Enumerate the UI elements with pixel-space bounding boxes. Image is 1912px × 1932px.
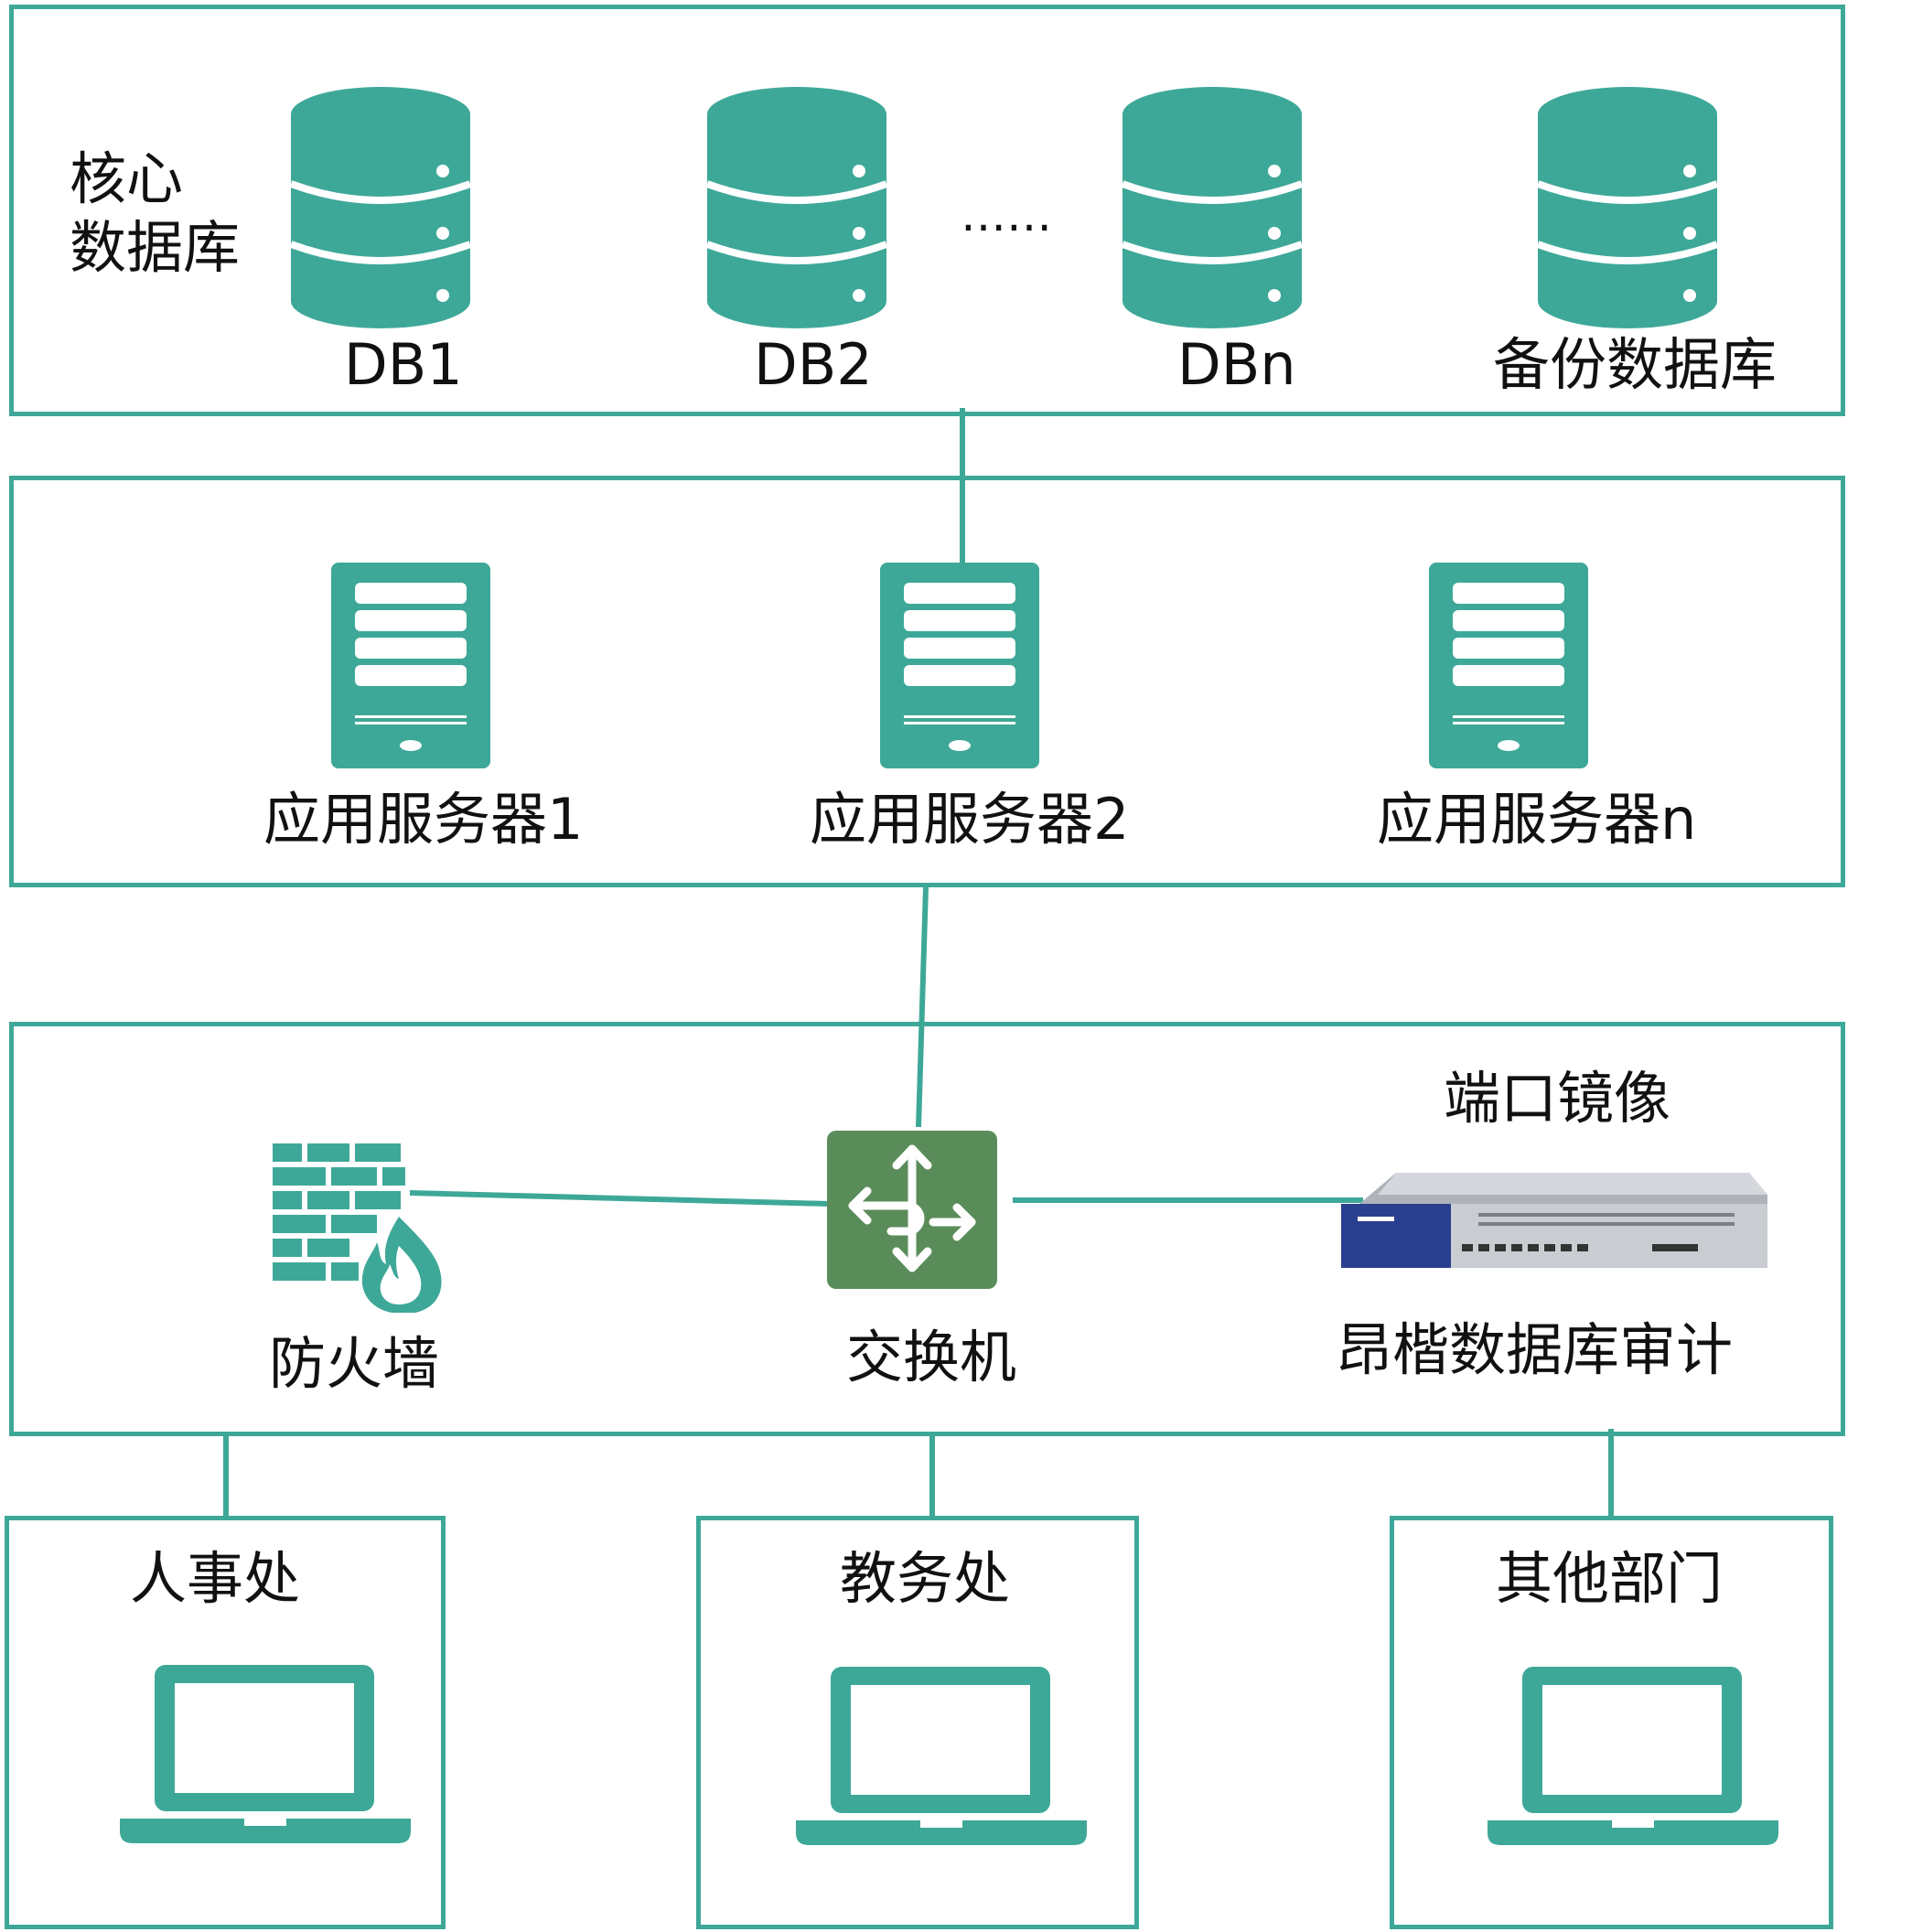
- core-layer-title-line1: 核心: [70, 145, 184, 212]
- laptop-icon: [796, 1667, 1087, 1845]
- core-database-layer: [9, 5, 1845, 416]
- db-label: 备份数据库: [1493, 331, 1778, 398]
- db-label: DB1: [344, 331, 463, 398]
- department-label: 人事处: [130, 1545, 301, 1612]
- database-icon: [291, 87, 470, 328]
- department-label: 其他部门: [1496, 1545, 1724, 1612]
- server-label: 应用服务器1: [263, 786, 584, 853]
- db-label: DBn: [1177, 331, 1296, 398]
- audit-label: 昂楷数据库审计: [1336, 1316, 1734, 1383]
- database-icon: [1538, 87, 1717, 328]
- laptop-icon: [1488, 1667, 1778, 1845]
- switch-label: 交换机: [846, 1324, 1017, 1390]
- server-icon: [331, 563, 490, 768]
- core-layer-title-line2: 数据库: [70, 214, 241, 281]
- port-mirror-label: 端口镜像: [1444, 1065, 1671, 1132]
- server-label: 应用服务器n: [1377, 786, 1697, 853]
- database-icon: [707, 87, 886, 328]
- audit-appliance-icon: [1341, 1173, 1767, 1268]
- department-box-academic: [696, 1516, 1139, 1929]
- ellipsis: ……: [961, 188, 1052, 242]
- firewall-icon: [273, 1143, 442, 1313]
- server-icon: [1429, 563, 1588, 768]
- department-box-other: [1390, 1516, 1833, 1929]
- department-label: 教务处: [840, 1545, 1011, 1612]
- database-icon: [1122, 87, 1302, 328]
- network-layer: [9, 1022, 1845, 1436]
- app-server-layer: [9, 476, 1845, 887]
- server-icon: [880, 563, 1039, 768]
- db-label: DB2: [754, 331, 873, 398]
- firewall-label: 防火墙: [269, 1330, 440, 1397]
- switch-icon: [827, 1131, 997, 1289]
- laptop-icon: [120, 1665, 411, 1843]
- department-box-hr: [5, 1516, 446, 1929]
- server-label: 应用服务器2: [810, 786, 1130, 853]
